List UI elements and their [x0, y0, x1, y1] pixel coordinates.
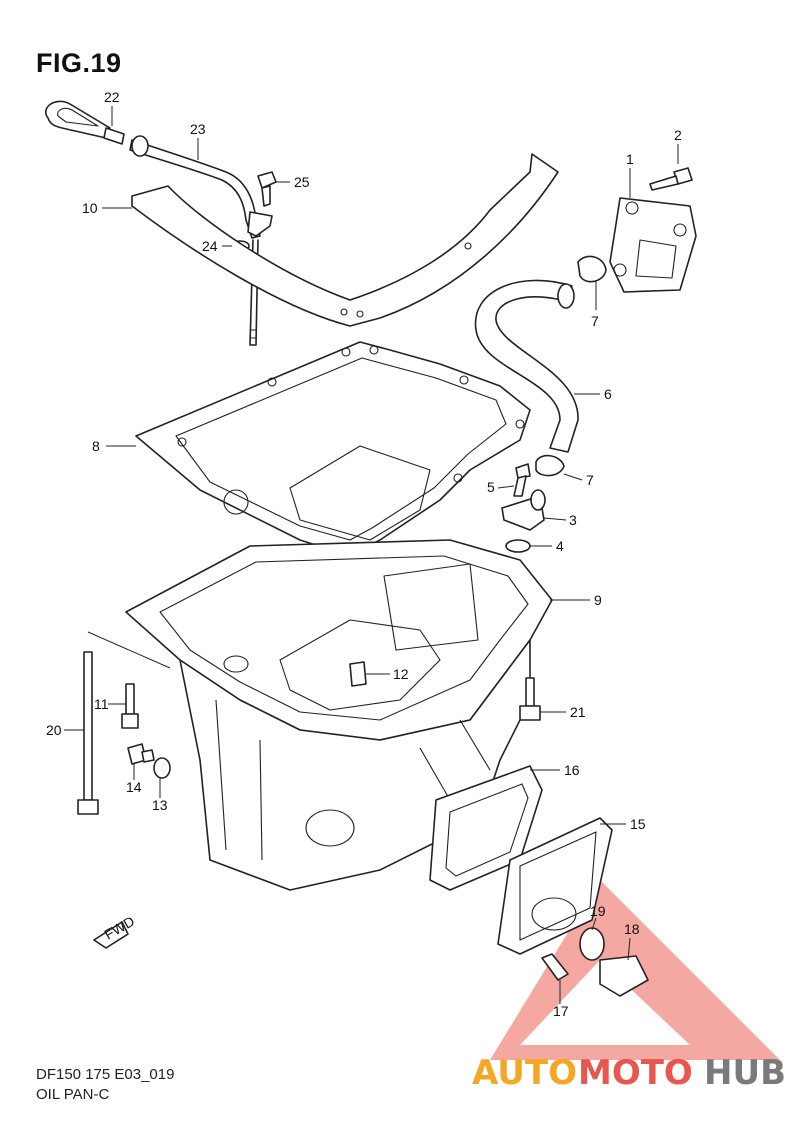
callout-4: 4	[556, 538, 564, 554]
figure-code: DF150 175 E03_019	[36, 1066, 175, 1083]
callout-25: 25	[294, 174, 310, 190]
bolt-25	[257, 171, 277, 207]
bolt-20	[77, 651, 99, 815]
o-ring-4	[505, 539, 531, 553]
callout-9: 9	[594, 592, 602, 608]
cover-15	[497, 817, 613, 955]
bolt-11	[121, 683, 139, 729]
drain-plug-14	[127, 743, 155, 765]
callout-6: 6	[604, 386, 612, 402]
callout-18: 18	[624, 921, 640, 937]
callout-2: 2	[674, 127, 682, 143]
watermark-moto: MOTO	[578, 1053, 693, 1093]
hose-clamp-upper	[577, 255, 607, 283]
hose-clamp-lower	[535, 454, 565, 477]
watermark-auto: AUTO	[472, 1053, 577, 1093]
dipstick-tube	[129, 135, 273, 346]
callout-10: 10	[82, 200, 98, 216]
hose-6	[474, 279, 579, 453]
bolt-17	[541, 953, 569, 981]
callout-12: 12	[393, 666, 409, 682]
callout-17: 17	[553, 1003, 569, 1019]
callout-24: 24	[202, 238, 218, 254]
callout-22: 22	[104, 89, 120, 105]
callout-19: 19	[590, 903, 606, 919]
washer-13	[153, 757, 171, 779]
watermark-text: AUTO MOTO HUB	[472, 1053, 786, 1093]
callout-labels: 22 23 25 10 24 2 1 7 6 8 7 5 3 4 9 12 11…	[46, 89, 682, 1019]
figure-caption: OIL PAN-C	[36, 1086, 110, 1103]
callout-8: 8	[92, 438, 100, 454]
callout-21: 21	[570, 704, 586, 720]
callout-11: 11	[94, 696, 109, 712]
leader-lines	[64, 106, 679, 1004]
callout-3: 3	[569, 512, 577, 528]
bolt-2	[649, 167, 693, 191]
callout-5: 5	[487, 479, 495, 495]
callout-23: 23	[190, 121, 206, 137]
callout-14: 14	[126, 779, 142, 795]
bolt-21	[519, 677, 541, 721]
callout-7-lower: 7	[586, 472, 594, 488]
gasket-8	[135, 341, 531, 557]
callout-16: 16	[564, 762, 580, 778]
dipstick-handle	[45, 100, 125, 145]
callout-15: 15	[630, 816, 646, 832]
figure-title: FIG.19	[36, 48, 122, 78]
plug-18	[599, 955, 649, 997]
fwd-arrow: FWD	[93, 913, 137, 949]
callout-1: 1	[626, 151, 634, 167]
bolt-5	[513, 463, 531, 497]
callout-7-upper: 7	[591, 313, 599, 329]
watermark-hub: HUB	[704, 1053, 786, 1093]
seal-19	[579, 927, 605, 961]
callout-13: 13	[152, 797, 168, 813]
fitting-3	[501, 489, 546, 531]
callout-20: 20	[46, 722, 62, 738]
bracket-1	[609, 197, 697, 293]
plate-10	[131, 153, 559, 327]
